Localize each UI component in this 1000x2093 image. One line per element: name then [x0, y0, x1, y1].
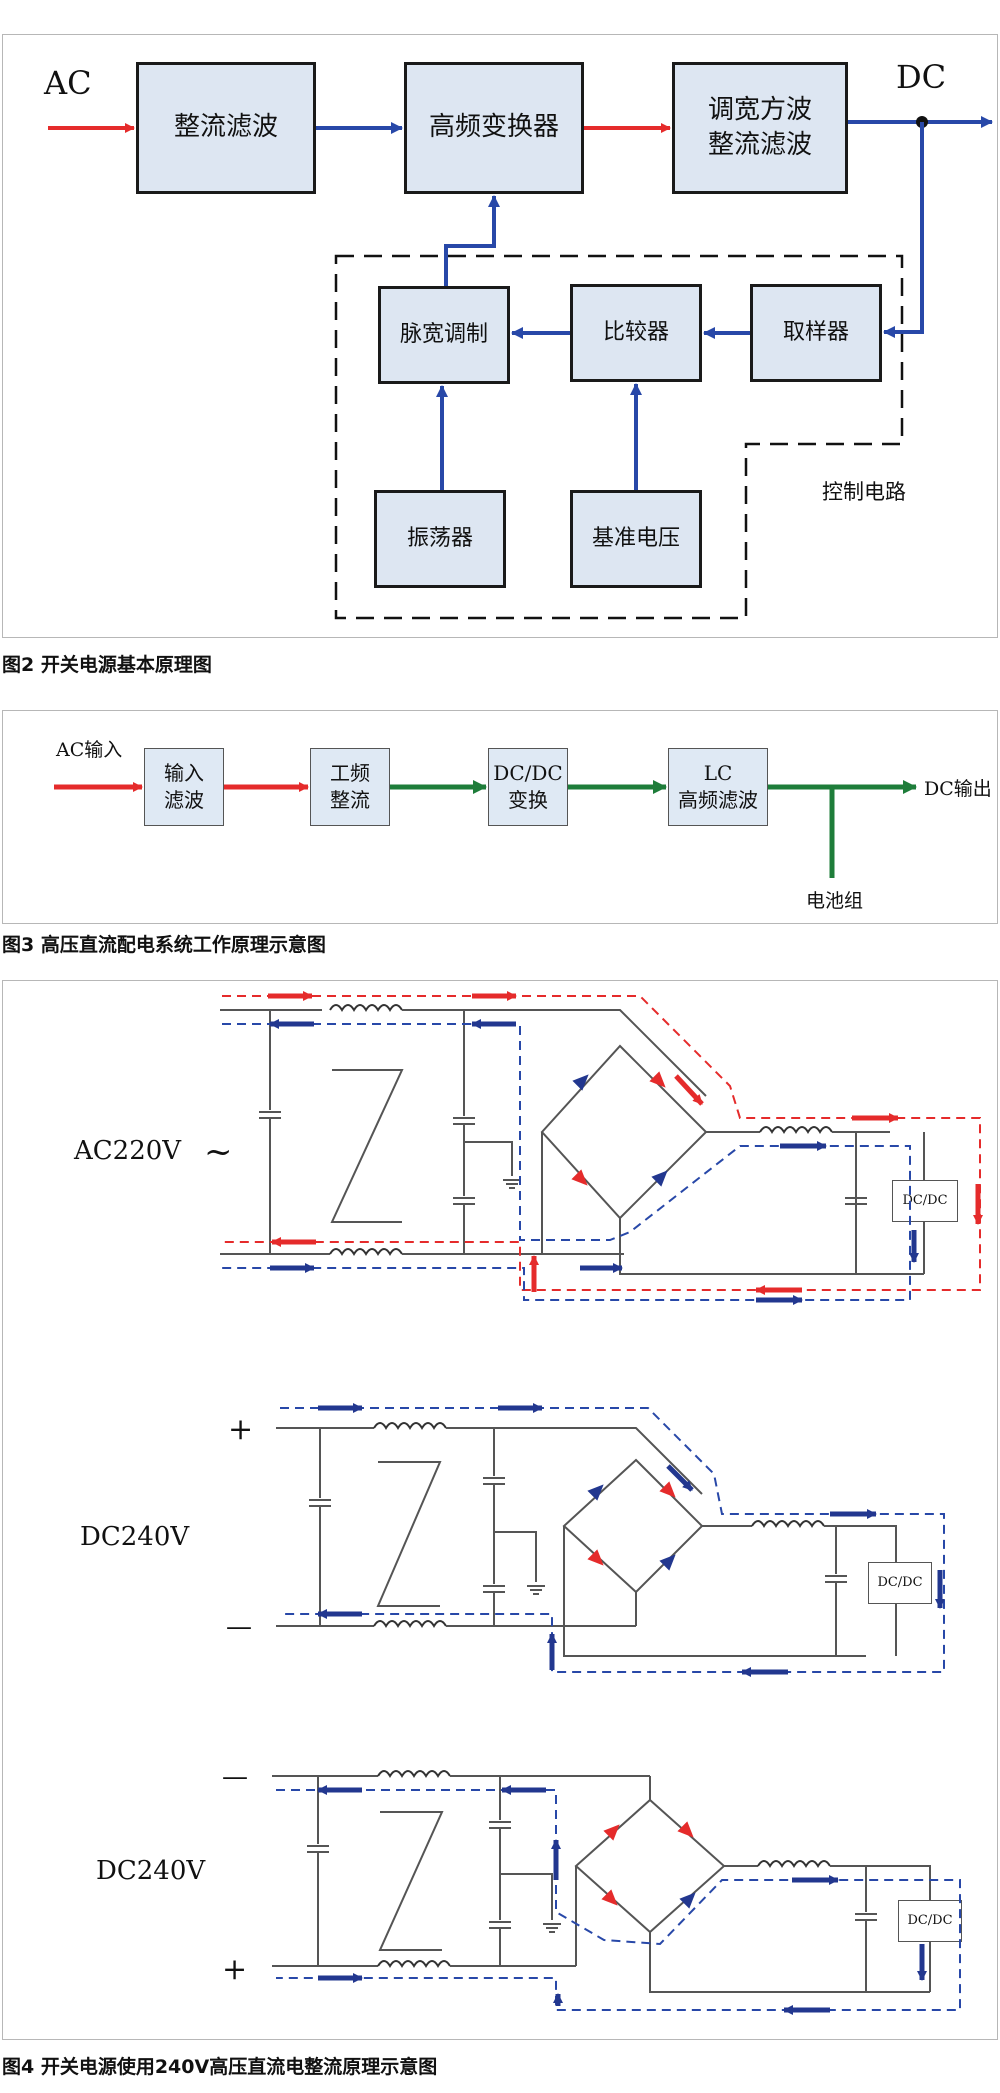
- feedback-to-sampler: [883, 122, 924, 338]
- fig2-dc-label: DC: [896, 58, 947, 96]
- reference-voltage-block: 基准电压: [570, 490, 702, 588]
- sampler-block: 取样器: [750, 284, 882, 382]
- fig2-ac-label: AC: [44, 64, 92, 102]
- circuit1-current-paths: [222, 995, 981, 1301]
- circuit1-flow-arrows: [268, 991, 983, 1305]
- hf-converter-block: 高频变换器: [404, 62, 584, 194]
- line-rectify-block: 工频 整流: [310, 748, 390, 826]
- pwm-to-converter-arrow: [444, 195, 500, 286]
- circuit2-schematic: [276, 1422, 897, 1657]
- circuit1-ac-symbol: ~: [204, 1132, 233, 1172]
- fig2-caption: 图2 开关电源基本原理图: [2, 654, 212, 676]
- fig3-dc-output-label: DC输出: [924, 778, 992, 800]
- circuit2-current-path: [280, 1407, 945, 1673]
- circuit3-current-path: [276, 1789, 961, 2011]
- input-filter-block: 输入 滤波: [144, 748, 224, 826]
- circuit3-minus-label: —: [222, 1762, 248, 1792]
- oscillator-block: 振荡器: [374, 490, 506, 588]
- circuit1-diodes: [571, 1069, 673, 1191]
- lc-filter-block: LC 高频滤波: [668, 748, 768, 826]
- circuit1-dcdc-module: DC/DC: [892, 1180, 958, 1222]
- circuit3-flow-arrows: [317, 1785, 927, 2015]
- circuit2-flow-arrows: [317, 1403, 945, 1677]
- rectify-filter-block: 整流滤波: [136, 62, 316, 194]
- circuit3-diodes: [601, 1819, 701, 1911]
- circuit3-dcdc-module: DC/DC: [898, 1900, 962, 1942]
- circuit1-ac220v-label: AC220V: [74, 1136, 182, 1166]
- fig3-caption: 图3 高压直流配电系统工作原理示意图: [2, 934, 326, 956]
- circuit2-minus-label: —: [226, 1612, 252, 1642]
- control-circuit-boundary: [334, 254, 904, 620]
- circuit2-dcdc-module: DC/DC: [868, 1562, 932, 1604]
- circuit1-schematic: [220, 1004, 925, 1275]
- fig4-caption: 图4 开关电源使用240V高压直流电整流原理示意图: [2, 2056, 438, 2078]
- circuit2-plus-label: +: [228, 1412, 254, 1447]
- circuit3-plus-label: +: [222, 1952, 248, 1987]
- fig3-ac-input-label: AC输入: [56, 739, 123, 761]
- fig3-battery-label: 电池组: [806, 890, 864, 912]
- pwm-block: 脉宽调制: [378, 286, 510, 384]
- control-circuit-label: 控制电路: [822, 480, 906, 504]
- circuit2-dc240v-label: DC240V: [80, 1522, 190, 1552]
- dcdc-converter-block: DC/DC 变换: [488, 748, 568, 826]
- circuit3-schematic: [272, 1770, 931, 1993]
- circuit3-dc240v-label: DC240V: [96, 1856, 206, 1886]
- comparator-block: 比较器: [570, 284, 702, 382]
- pwm-rectify-filter-block: 调宽方波 整流滤波: [672, 62, 848, 194]
